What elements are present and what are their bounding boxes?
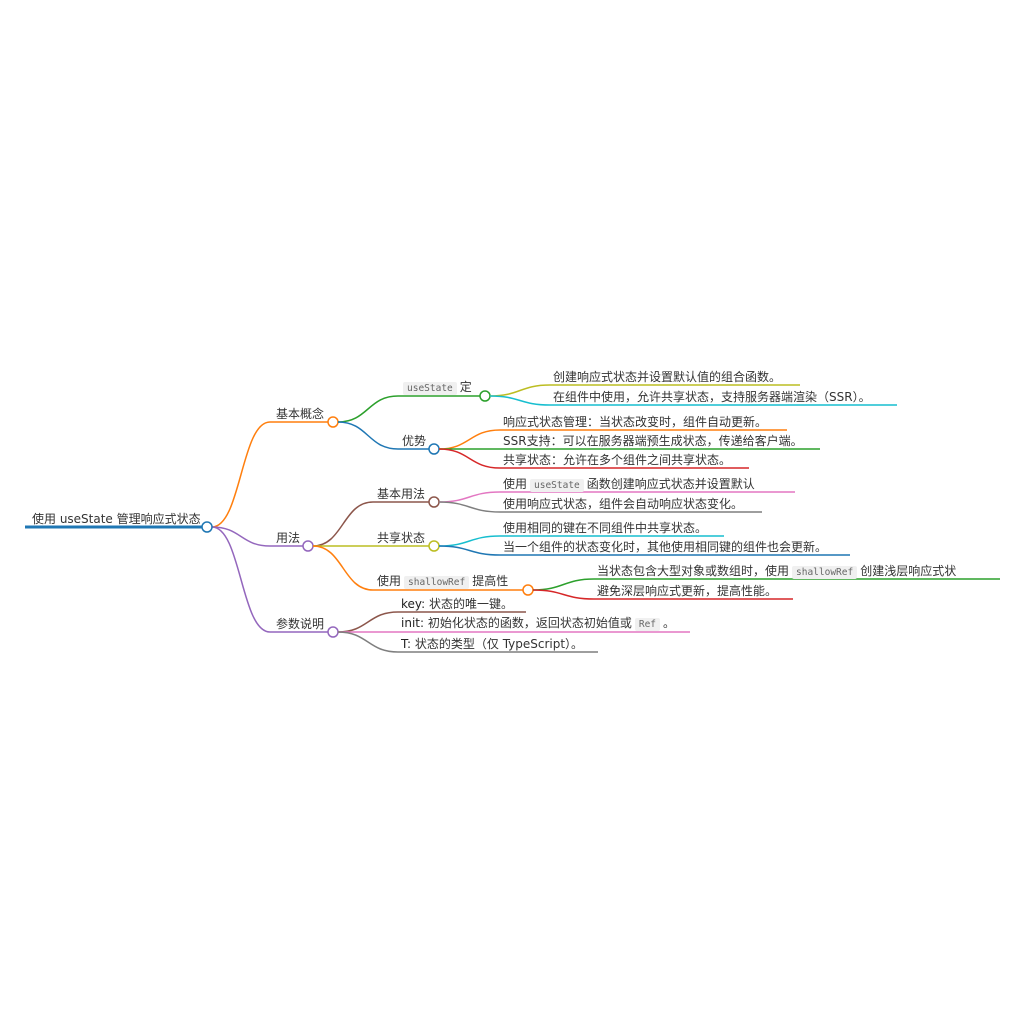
inline-code: Ref (634, 618, 661, 631)
root-node[interactable]: 使用 useState 管理响应式状态 (32, 511, 201, 527)
param-name: init (401, 616, 420, 630)
collapse-toggle[interactable] (302, 540, 314, 552)
leaf-text: 创建浅层响应式状 (860, 564, 957, 578)
branch-link (337, 421, 429, 450)
leaf-label: 当一个组件的状态变化时，其他使用相同键的组件也会更新。 (503, 540, 828, 554)
leaf-text: 当状态包含大型对象或数组时，使用 (597, 564, 790, 578)
leaf-label: 使用相同的键在不同组件中共享状态。 (503, 521, 708, 535)
leaf-definition-2[interactable]: 在组件中使用，允许共享状态，支持服务器端渲染（SSR）。 (553, 389, 871, 405)
node-label: 参数说明 (276, 617, 325, 631)
leaf-label: 共享状态：允许在多个组件之间共享状态。 (503, 453, 732, 467)
leaf-label: 使用响应式状态，组件会自动响应状态变化。 (503, 497, 744, 511)
leaf-shallow-2[interactable]: 避免深层响应式更新，提高性能。 (597, 583, 777, 599)
collapse-toggle[interactable] (522, 584, 534, 596)
leaf-advantage-2[interactable]: SSR支持：可以在服务器端预生成状态，传递给客户端。 (503, 433, 803, 449)
inline-code: shallowRef (792, 566, 858, 579)
param-desc: 。 (663, 616, 676, 630)
leaf-label: 响应式状态管理：当状态改变时，组件自动更新。 (503, 415, 768, 429)
leaf-label: 避免深层响应式更新，提高性能。 (597, 584, 778, 598)
collapse-toggle[interactable] (428, 540, 440, 552)
leaf-shared-1[interactable]: 使用相同的键在不同组件中共享状态。 (503, 520, 707, 536)
param-desc: : 初始化状态的函数，返回状态初始值或 (419, 616, 632, 630)
collapse-toggle[interactable] (327, 416, 339, 428)
leaf-text: 使用 (503, 477, 528, 491)
branch-link (489, 395, 897, 406)
leaf-label: SSR支持：可以在服务器端预生成状态，传递给客户端。 (503, 434, 803, 448)
node-label: 定 (459, 380, 472, 394)
node-text: 提高性 (472, 574, 509, 588)
node-label: 基本用法 (377, 487, 426, 501)
collapse-toggle[interactable] (327, 626, 339, 638)
branch-link (211, 526, 303, 547)
leaf-param-type[interactable]: T: 状态的类型（仅 TypeScript）。 (401, 636, 583, 652)
leaf-label: 在组件中使用，允许共享状态，支持服务器端渲染（SSR）。 (553, 390, 871, 404)
node-label: 共享状态 (377, 531, 426, 545)
param-name: T (401, 637, 408, 651)
inline-code: useState (530, 479, 584, 492)
branch-link (337, 395, 480, 423)
node-usage[interactable]: 用法 (276, 530, 300, 546)
node-shared-state[interactable]: 共享状态 (377, 530, 425, 546)
leaf-advantage-1[interactable]: 响应式状态管理：当状态改变时，组件自动更新。 (503, 414, 767, 430)
branch-link (489, 384, 800, 397)
node-label: 优势 (402, 434, 427, 448)
collapse-toggle[interactable] (428, 496, 440, 508)
node-params[interactable]: 参数说明 (276, 616, 324, 632)
branch-link (312, 545, 523, 591)
node-basic-usage[interactable]: 基本用法 (377, 486, 425, 502)
branch-link (211, 526, 328, 633)
inline-code: useState (403, 382, 457, 395)
param-name: key (401, 597, 422, 611)
branch-link (438, 501, 762, 513)
branch-link (438, 448, 749, 469)
node-basic-concepts[interactable]: 基本概念 (276, 406, 324, 422)
branch-link (211, 421, 328, 528)
branch-link (312, 501, 429, 547)
branch-link (532, 578, 1000, 591)
leaf-definition-1[interactable]: 创建响应式状态并设置默认值的组合函数。 (553, 369, 781, 385)
branch-link (532, 589, 793, 600)
leaf-advantage-3[interactable]: 共享状态：允许在多个组件之间共享状态。 (503, 452, 731, 468)
inline-code: shallowRef (404, 576, 470, 589)
leaf-text: 函数创建响应式状态并设置默认 (586, 477, 755, 491)
leaf-label: 创建响应式状态并设置默认值的组合函数。 (553, 370, 782, 384)
root-collapse-toggle[interactable] (201, 521, 213, 533)
branch-link (337, 631, 598, 653)
collapse-toggle[interactable] (479, 390, 491, 402)
leaf-shared-2[interactable]: 当一个组件的状态变化时，其他使用相同键的组件也会更新。 (503, 539, 827, 555)
node-advantages[interactable]: 优势 (402, 433, 426, 449)
node-label: 基本概念 (276, 407, 325, 421)
collapse-toggle[interactable] (428, 443, 440, 455)
branch-link (438, 491, 795, 503)
param-desc: : 状态的唯一键。 (421, 597, 513, 611)
root-label: 使用 useState 管理响应式状态 (32, 512, 201, 526)
leaf-basic-usage-2[interactable]: 使用响应式状态，组件会自动响应状态变化。 (503, 496, 743, 512)
leaf-param-key[interactable]: key: 状态的唯一键。 (401, 596, 513, 612)
branch-link (438, 545, 850, 556)
param-desc: : 状态的类型（仅 TypeScript）。 (407, 637, 584, 651)
node-label: 用法 (276, 531, 301, 545)
node-text: 使用 (377, 574, 402, 588)
